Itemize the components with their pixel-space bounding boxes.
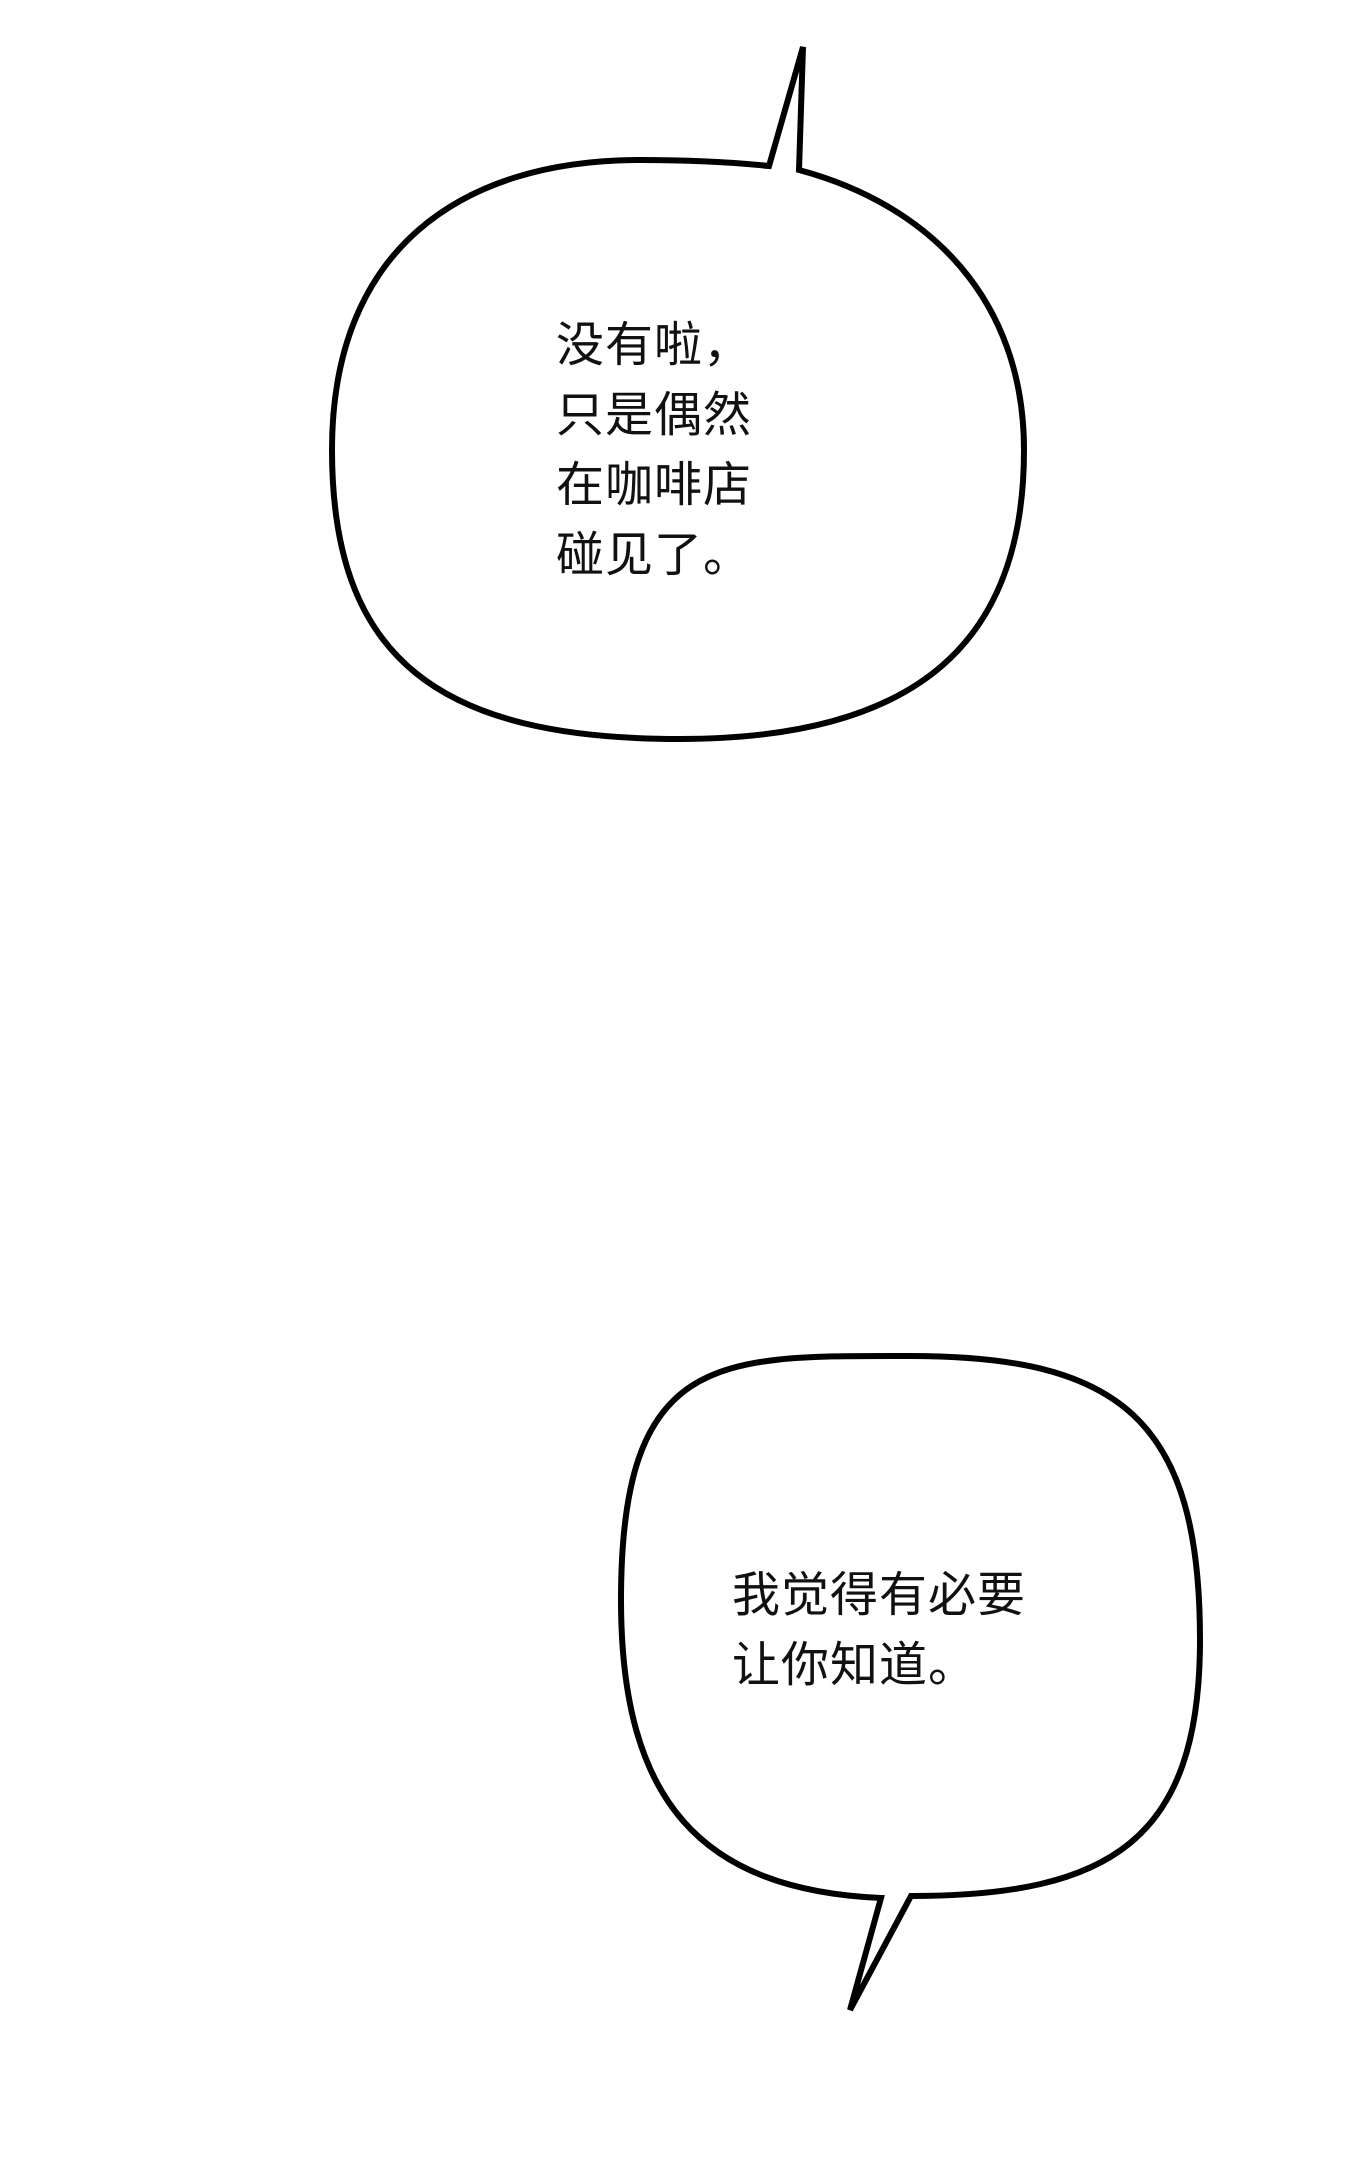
text-line: 让你知道。: [732, 1637, 978, 1693]
speech-bubble-1: [328, 46, 1028, 743]
text-line: 没有啦，: [556, 317, 753, 373]
text-line: 碰见了。: [556, 527, 753, 583]
bubble-2-text: 我觉得有必要 让你知道。: [732, 1560, 1026, 1700]
text-line: 我觉得有必要: [732, 1567, 1027, 1623]
bubble-1-text: 没有啦， 只是偶然 在咖啡店 碰见了。: [556, 310, 752, 590]
text-line: 只是偶然: [556, 387, 753, 443]
text-line: 在咖啡店: [556, 457, 753, 513]
speech-bubble-2: [617, 1352, 1204, 2012]
